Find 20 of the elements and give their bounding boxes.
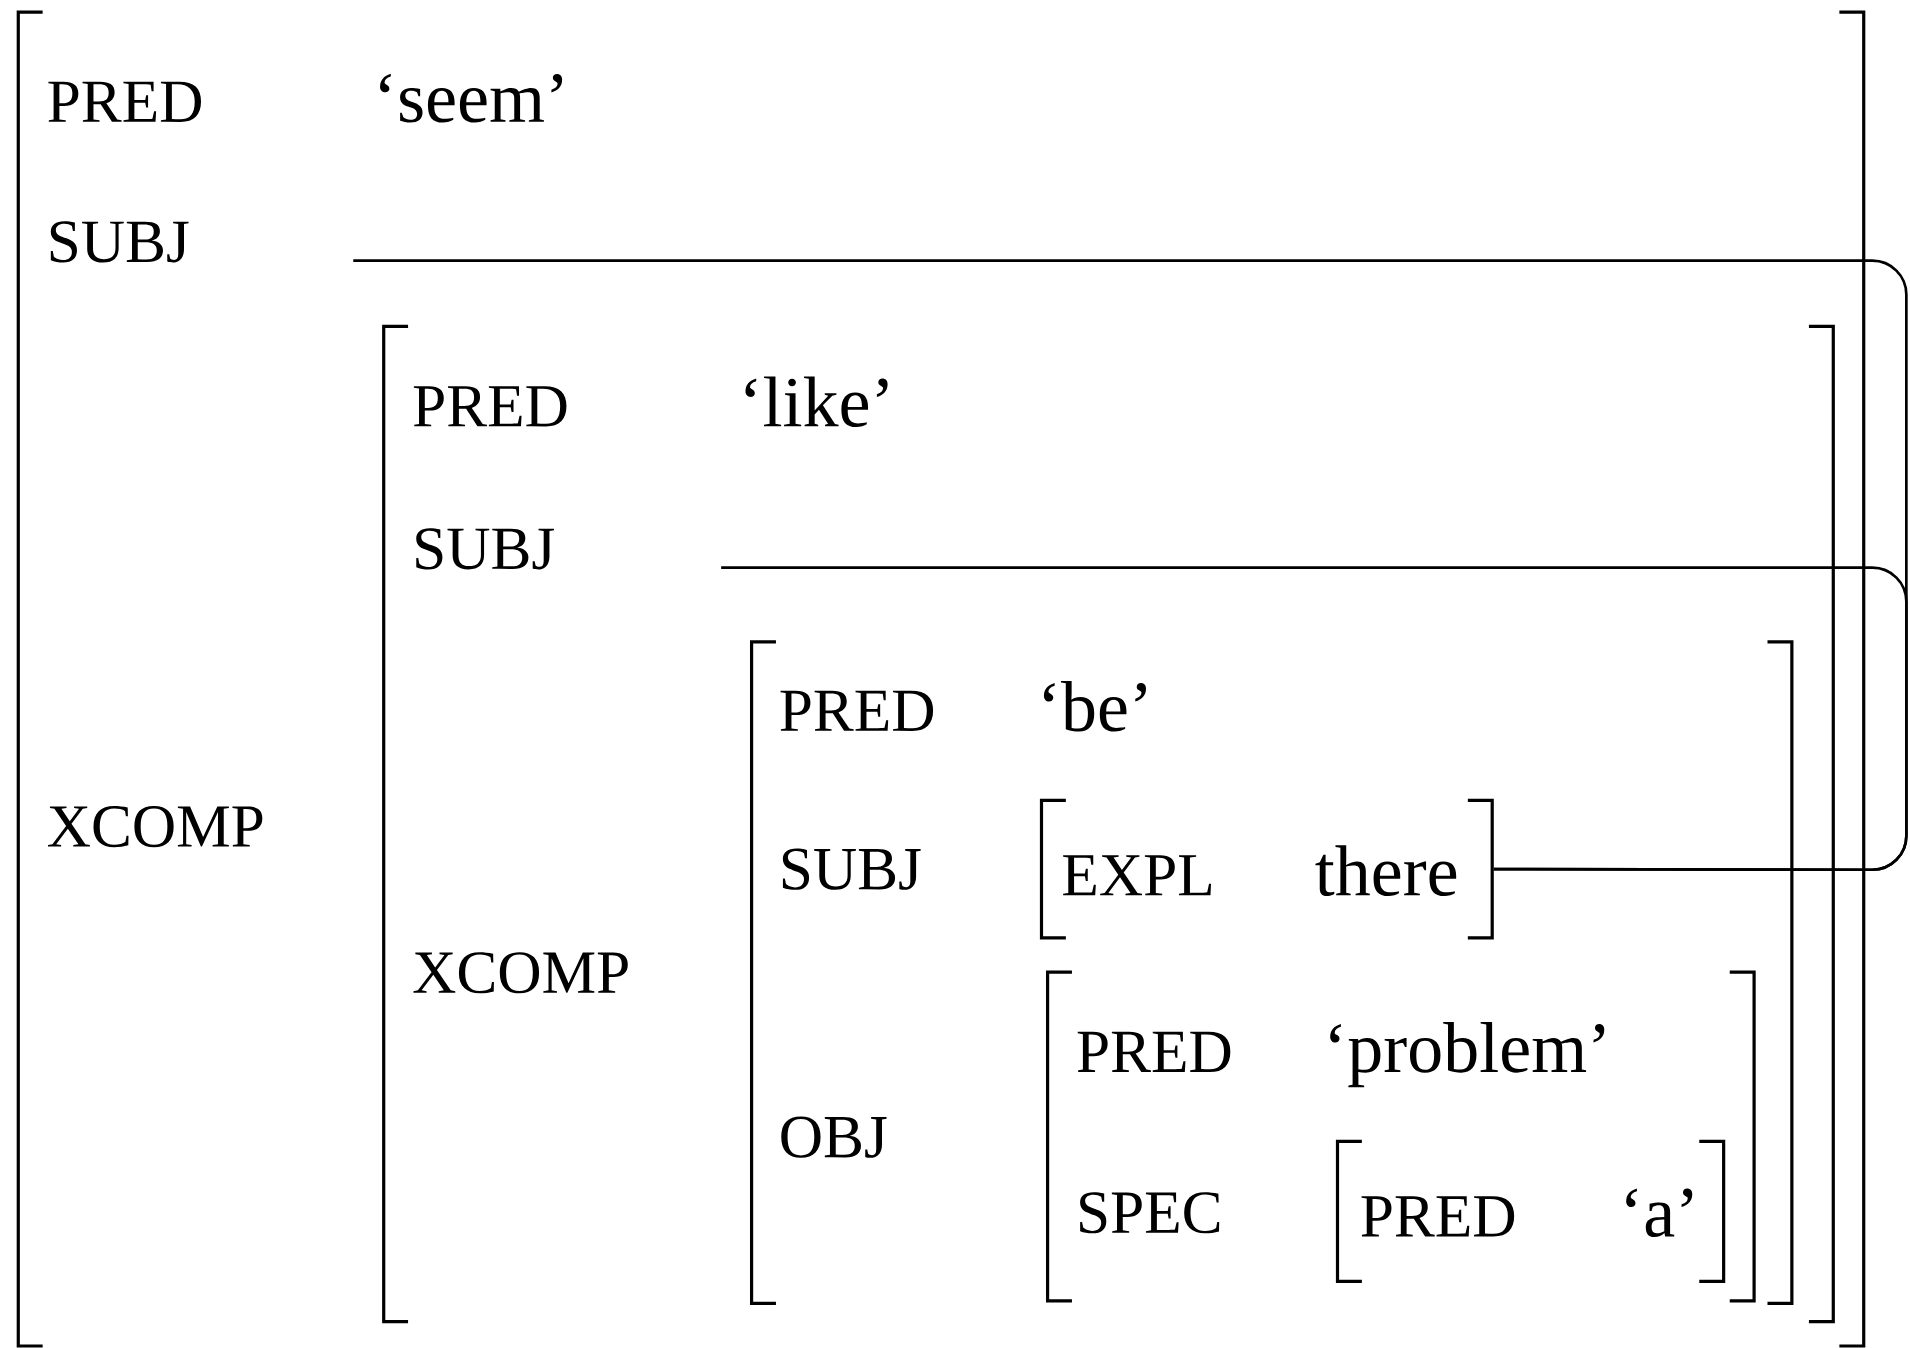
attribute-label: OBJ <box>781 1116 887 1158</box>
feature-value: there <box>1315 845 1457 896</box>
feature-value: ‘seem’ <box>380 73 563 123</box>
feature-value: ‘problem’ <box>1330 1021 1605 1088</box>
feature-value: ‘like’ <box>745 376 888 427</box>
attribute-label: PRED <box>413 385 567 427</box>
connector-line <box>721 566 1908 871</box>
attribute-label: SUBJ <box>50 221 189 263</box>
attribute-label: PRED <box>780 690 934 731</box>
attribute-label: PRED <box>1077 1031 1231 1072</box>
feature-value: ‘a’ <box>1626 1188 1693 1237</box>
attribute-label: XCOMP <box>48 805 263 847</box>
attribute-label: XCOMP <box>413 951 628 994</box>
attribute-label: SUBJ <box>782 848 921 890</box>
attribute-label: SPEC <box>1080 1191 1220 1234</box>
attribute-label: SUBJ <box>416 528 554 570</box>
attribute-label: PRED <box>48 81 201 122</box>
feature-value: ‘be’ <box>1043 680 1146 732</box>
attribute-label: EXPL <box>1063 854 1211 896</box>
attribute-label: PRED <box>1361 1196 1515 1237</box>
